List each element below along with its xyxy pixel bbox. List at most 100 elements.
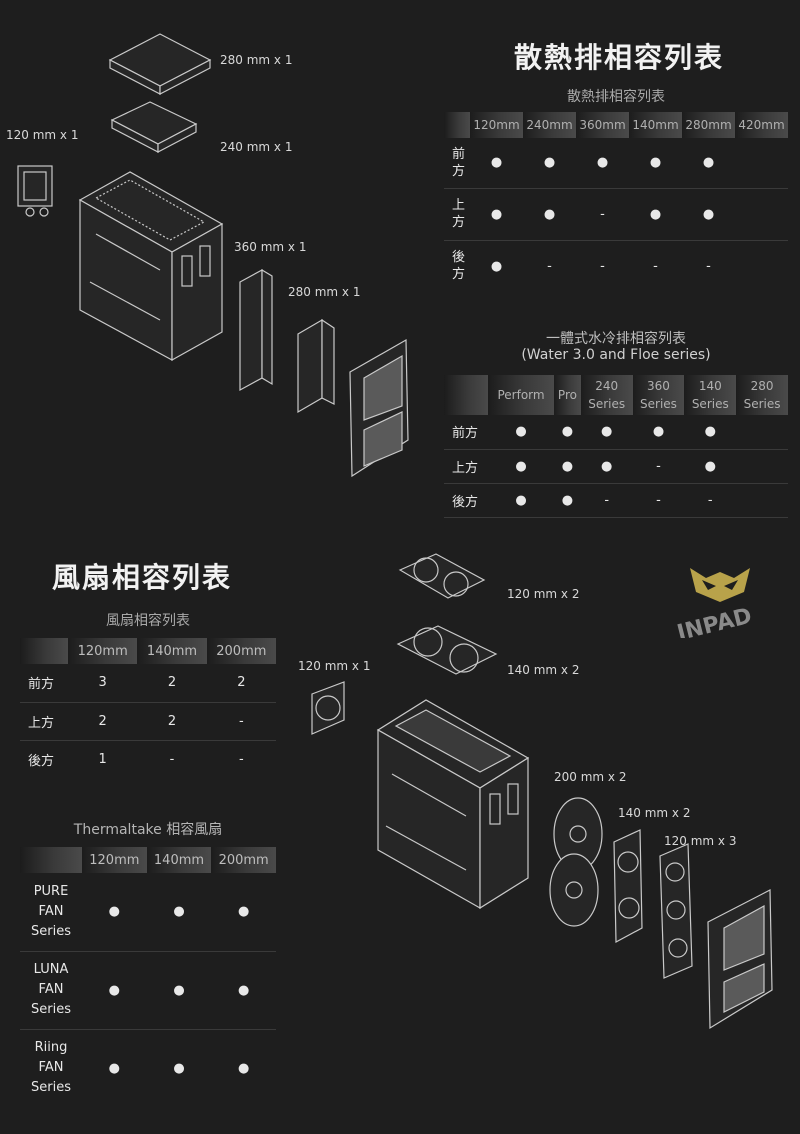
front-panel-illustration-2 [707, 889, 773, 1030]
table-cell: ● [523, 138, 576, 189]
row-label: 後方 [444, 483, 488, 518]
col-header: Pro [554, 375, 581, 415]
table-cell: ● [470, 138, 523, 189]
pc-case-illustration-2 [376, 699, 530, 910]
tt-fan-table-title: Thermaltake 相容風扇 [73, 822, 223, 838]
table-cell: 3 [68, 664, 138, 703]
table-cell: ● [490, 258, 503, 274]
table-cell: ● [108, 1060, 120, 1076]
table-cell: 2 [137, 664, 207, 703]
fan-140x2-front-illustration [613, 829, 643, 943]
fan-compat-table: 120mm 140mm 200mm 前方 3 2 2 上方 2 2 - 後方 1… [20, 638, 276, 778]
table-cell: 2 [68, 702, 138, 741]
table-cell [736, 483, 788, 518]
radiator-layout-diagram [17, 33, 409, 478]
radiator-120-illustration [17, 165, 53, 217]
table-cell: - [580, 483, 633, 518]
table-cell: ● [173, 1060, 185, 1076]
table-cell: ● [523, 188, 576, 241]
col-header: 120mm [470, 112, 523, 138]
aio-table-subtitle: (Water 3.0 and Floe series) [521, 347, 711, 363]
table-cell: ● [146, 873, 212, 952]
table-cell: 2 [137, 702, 207, 741]
table-row: 上方 ● ● ● - ● [444, 449, 788, 484]
col-header: Perform [488, 375, 555, 415]
table-cell: ● [576, 138, 629, 189]
table-cell: ● [580, 415, 633, 450]
radiator-360-illustration [239, 268, 273, 392]
table-row: 前方 3 2 2 [20, 664, 276, 703]
table-cell: - [653, 258, 658, 274]
table-cell: ● [632, 415, 685, 450]
owl-logo-icon [690, 568, 750, 602]
label-fan-120x2-top: 120 mm x 2 [507, 587, 580, 601]
table-cell: ● [211, 951, 276, 1030]
col-header: 120mm [68, 638, 138, 664]
col-header: 240mm [523, 112, 576, 138]
pc-case-illustration [78, 171, 224, 362]
table-cell: ● [684, 449, 737, 484]
table-cell: - [547, 258, 552, 274]
radiator-280-front-illustration [297, 318, 335, 414]
table-cell: ● [211, 873, 276, 952]
row-label: 前方 [20, 664, 68, 703]
aio-table-title: 一體式水冷排相容列表 [546, 331, 686, 347]
table-cell: - [632, 483, 685, 518]
front-panel-illustration [349, 338, 409, 478]
col-header: 200mm [206, 638, 276, 664]
table-row: 前方 ● ● ● ● ● [444, 138, 788, 189]
table-cell: - [206, 702, 276, 741]
fan-120x2-top-illustration [398, 553, 486, 599]
table-cell: 2 [206, 664, 276, 703]
table-cell: ● [82, 951, 147, 1030]
table-cell: ● [682, 138, 735, 189]
table-cell: 1 [98, 751, 107, 767]
fan-table-title: 風扇相容列表 [106, 613, 190, 629]
col-header: 140mm [137, 638, 207, 664]
table-row: 前方 ● ● ● ● ● [444, 415, 788, 450]
table-row: 上方 ● ● - ● ● [444, 188, 788, 241]
fan-140x2-top-illustration [396, 625, 498, 675]
label-fan-140x2-top: 140 mm x 2 [507, 663, 580, 677]
fan-120x3-front-illustration [659, 843, 693, 979]
table-cell [735, 240, 788, 292]
table-cell: ● [682, 188, 735, 241]
table-cell: ● [554, 483, 581, 518]
fan-120-rear-illustration [311, 681, 345, 735]
logo-text: INPAD [675, 604, 755, 638]
table-cell: ● [146, 951, 212, 1030]
col-header: 360mm [576, 112, 629, 138]
row-label: 後方 [452, 250, 466, 283]
table-row: 上方 2 2 - [20, 702, 276, 741]
table-cell [736, 415, 788, 450]
table-cell: ● [488, 483, 555, 518]
row-label: 上方 [20, 702, 68, 741]
row-label: 上方 [452, 198, 466, 230]
table-cell: ● [629, 138, 682, 189]
col-header: 420mm [735, 112, 788, 138]
table-cell: ● [580, 449, 633, 484]
table-cell: ● [554, 415, 581, 450]
col-header: 200mm [211, 847, 276, 873]
table-cell: ● [82, 873, 147, 952]
table-cell: - [576, 188, 629, 241]
table-cell: ● [470, 188, 523, 241]
label-fan-120x3: 120 mm x 3 [664, 834, 737, 848]
table-cell [736, 449, 788, 484]
col-header: 280mm [682, 112, 735, 138]
fan-layout-diagram [311, 553, 773, 1030]
inpad-logo: INPAD [675, 568, 755, 638]
row-label: 前方 [452, 146, 466, 179]
radiator-280-top-illustration [108, 33, 212, 95]
table-cell: - [169, 751, 175, 767]
